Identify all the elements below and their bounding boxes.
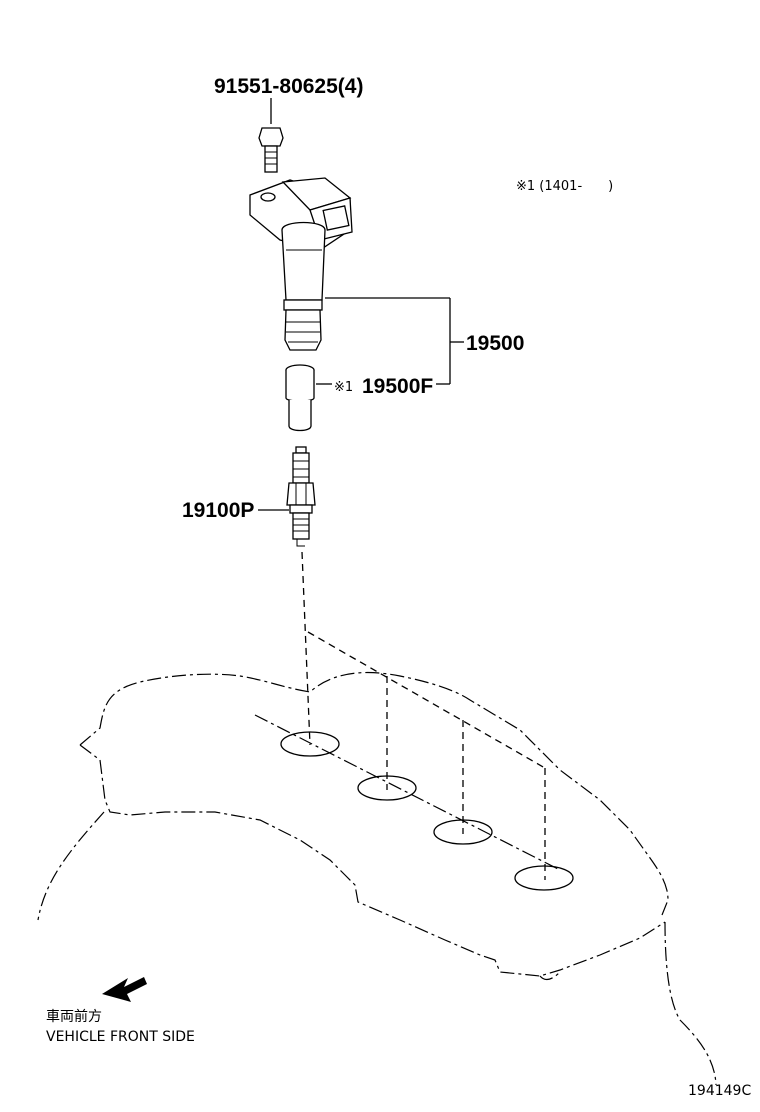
front-direction-arrow-icon: [102, 977, 147, 1002]
spark-plug: [286, 446, 316, 547]
bore-centerline: [254, 714, 561, 871]
front-side-label-jp: 車両前方: [46, 1008, 102, 1025]
leader-lines: [258, 297, 464, 511]
boot-part-number: 19500F: [362, 375, 433, 398]
illustration-id: 194149C: [688, 1083, 751, 1099]
plug-bore-4: [514, 865, 574, 891]
bolt-part-number: 91551-80625(4): [214, 75, 363, 98]
engine-head-cover: [37, 671, 717, 1086]
front-side-label-en: VEHICLE FRONT SIDE: [46, 1029, 195, 1045]
coil-part-number: 19500: [466, 332, 524, 355]
bolt: [258, 98, 284, 173]
coil-boot: [285, 364, 315, 432]
plug-part-number: 19100P: [182, 499, 254, 522]
plug-bores: [280, 731, 574, 891]
production-date-note: ※1 (1401- ): [516, 179, 613, 194]
ignition-coil: [249, 177, 353, 351]
location-leaders: [301, 551, 546, 880]
boot-footnote-marker: ※1: [334, 380, 353, 395]
